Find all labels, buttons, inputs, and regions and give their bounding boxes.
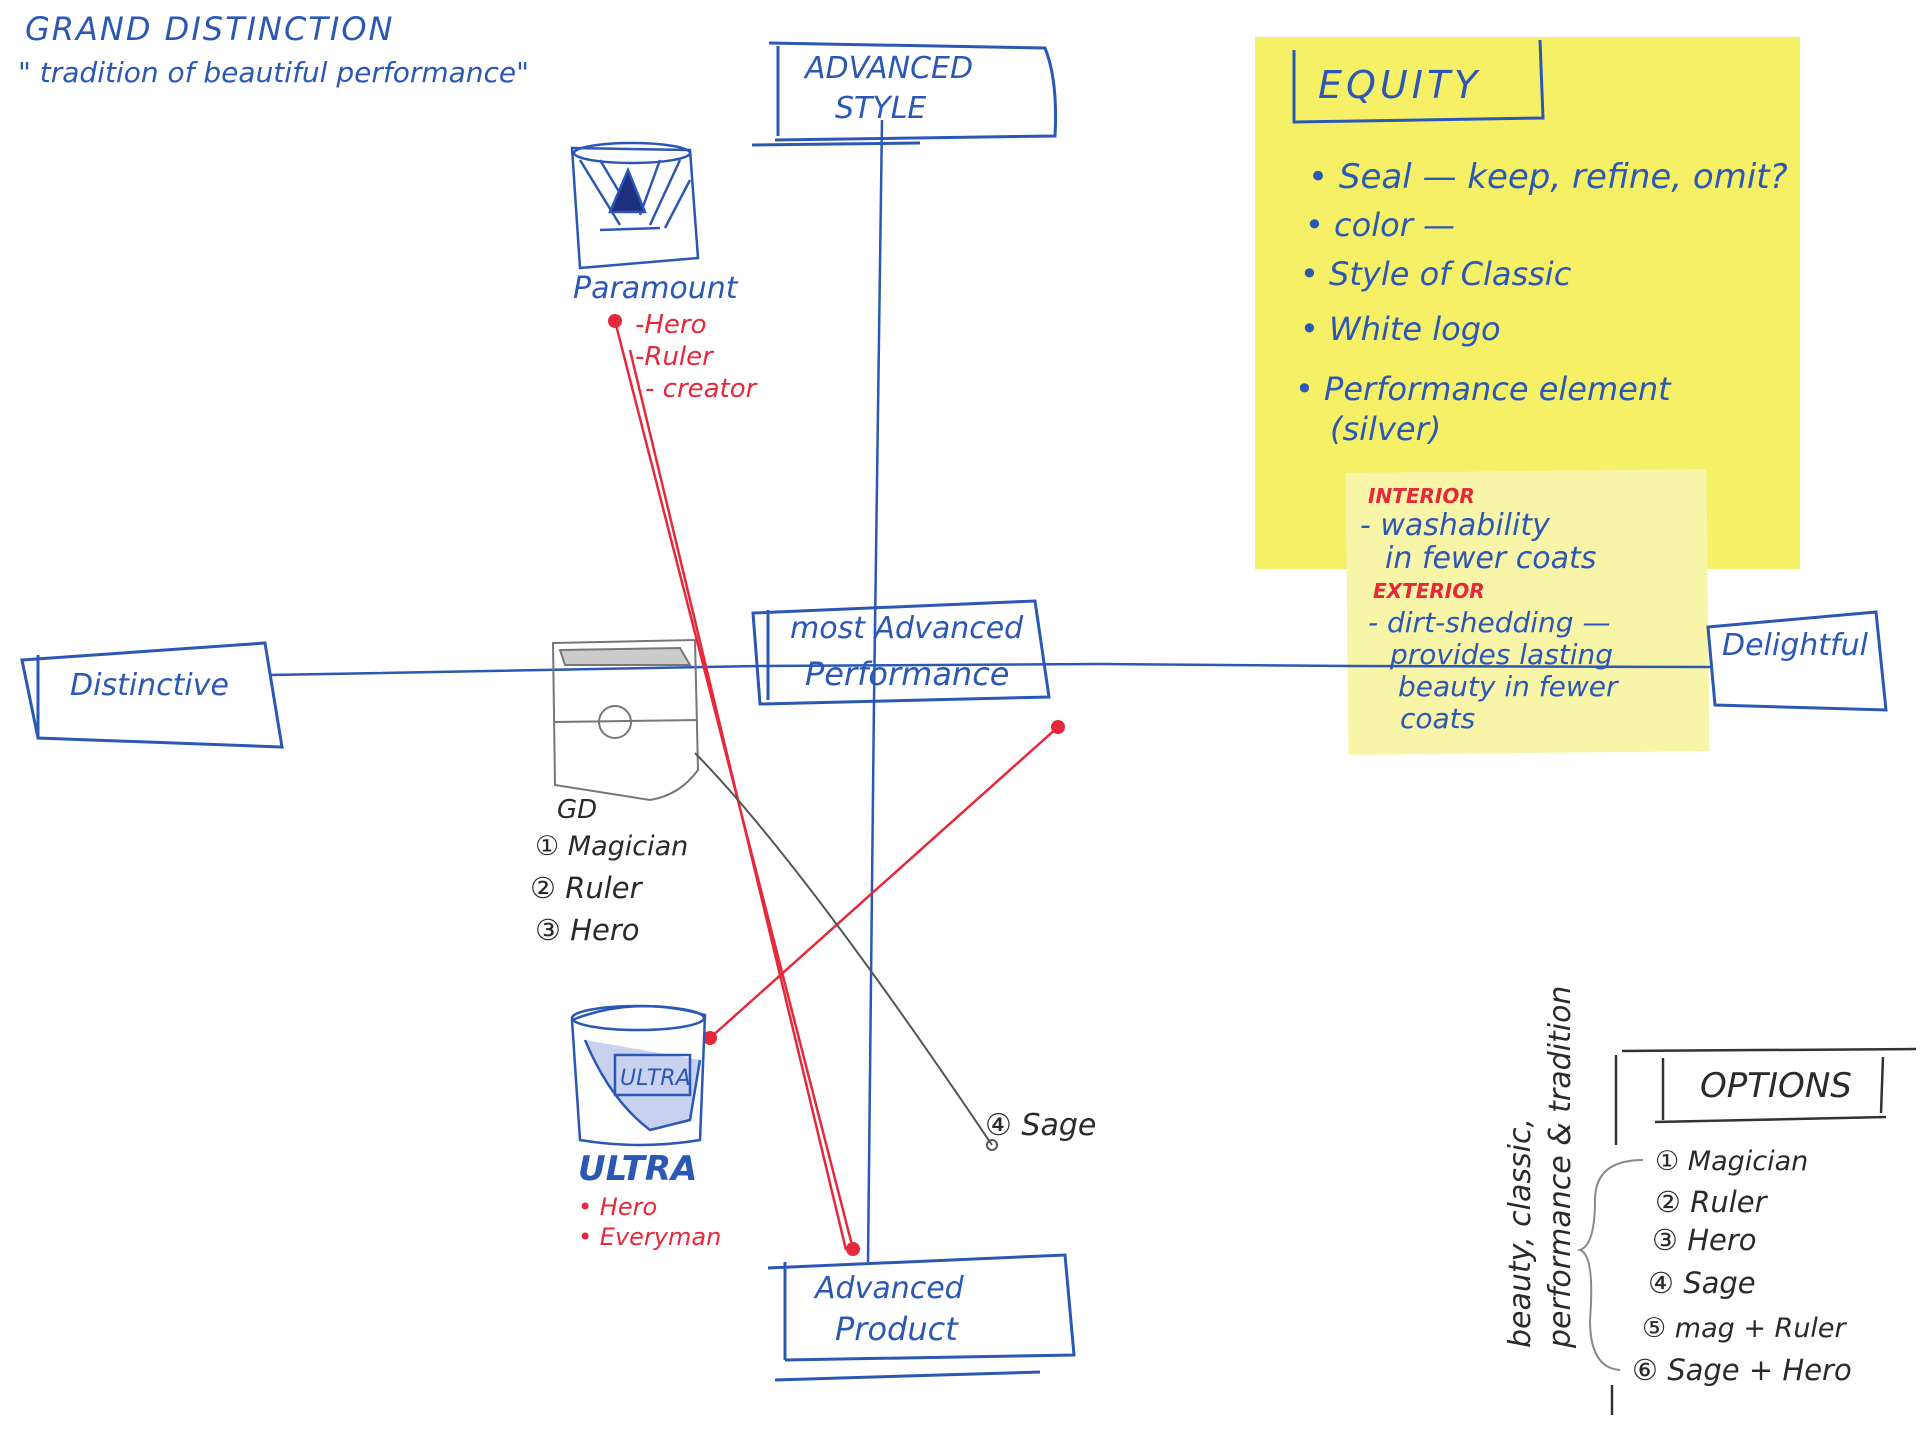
ultra-label: ULTRA bbox=[578, 1149, 697, 1189]
ultra-marker bbox=[703, 1031, 717, 1045]
advanced-product-box bbox=[767, 1253, 1076, 1382]
finish-sticky-note bbox=[1345, 469, 1710, 755]
exterior-line: beauty in fewer bbox=[1398, 670, 1619, 703]
paramount-trait: -Ruler bbox=[635, 342, 715, 372]
exterior-heading: EXTERIOR bbox=[1373, 579, 1485, 603]
exterior-line: coats bbox=[1400, 702, 1475, 735]
sketch-title: GRAND DISTINCTION bbox=[25, 10, 394, 48]
advanced-product-label-line2: Product bbox=[835, 1310, 959, 1348]
ultra-trait: • Everyman bbox=[578, 1223, 721, 1251]
sage-marker bbox=[986, 1139, 998, 1151]
most-advanced-performance-box bbox=[751, 599, 1051, 706]
delightful-box bbox=[1706, 610, 1888, 712]
options-side-note: performance & tradition bbox=[1543, 986, 1578, 1349]
advanced-product-label-line1: Advanced bbox=[813, 1271, 965, 1306]
paramount-trait: - creator bbox=[645, 374, 759, 404]
gd-can-sketch bbox=[551, 638, 700, 802]
options-side-note: beauty, classic, bbox=[1503, 1118, 1538, 1348]
exterior-line: provides lasting bbox=[1389, 638, 1613, 671]
equity-title: EQUITY bbox=[1318, 63, 1481, 107]
options-brace bbox=[1576, 1159, 1644, 1371]
interior-line: - washability bbox=[1360, 508, 1551, 543]
ultra-trait: • Hero bbox=[578, 1193, 657, 1221]
option-item: ⑥ Sage + Hero bbox=[1632, 1353, 1852, 1387]
performance-marker bbox=[1051, 720, 1065, 734]
equity-bullet: • Performance element bbox=[1295, 370, 1672, 408]
equity-bullet: • Style of Classic bbox=[1300, 255, 1572, 293]
equity-bullet: • Seal — keep, refine, omit? bbox=[1308, 157, 1788, 197]
interior-heading: INTERIOR bbox=[1368, 484, 1475, 508]
paramount-can-sketch bbox=[570, 141, 700, 270]
ultra-to-performance-line bbox=[709, 726, 1059, 1039]
advanced-style-label-line1: ADVANCED bbox=[803, 51, 973, 86]
advanced-product-marker bbox=[846, 1242, 860, 1256]
option-item: ⑤ mag + Ruler bbox=[1642, 1313, 1848, 1344]
distinctive-box bbox=[20, 641, 284, 749]
option-item: ② Ruler bbox=[1655, 1185, 1769, 1219]
interior-line: in fewer coats bbox=[1385, 541, 1596, 576]
options-frame bbox=[1610, 1047, 1917, 1415]
option-item: ④ Sage bbox=[1648, 1266, 1756, 1300]
paramount-label: Paramount bbox=[573, 271, 739, 306]
ultra-can-sketch bbox=[570, 1004, 707, 1147]
center-label-line2: Performance bbox=[805, 655, 1009, 693]
option-item: ① Magician bbox=[1655, 1146, 1808, 1177]
equity-bullet: (silver) bbox=[1330, 410, 1441, 448]
delightful-label: Delightful bbox=[1722, 628, 1869, 663]
distinctive-label: Distinctive bbox=[70, 668, 229, 703]
option-item: ③ Hero bbox=[1652, 1223, 1757, 1257]
gd-trait: ③ Hero bbox=[535, 913, 640, 947]
equity-title-box bbox=[1292, 39, 1545, 124]
advanced-style-label-line2: STYLE bbox=[835, 91, 926, 126]
gd-to-sage-line bbox=[694, 752, 993, 1146]
gd-trait: ② Ruler bbox=[530, 871, 644, 905]
horizontal-axis bbox=[269, 662, 1713, 677]
sage-label: ④ Sage bbox=[985, 1108, 1096, 1143]
ultra-can-text: ULTRA bbox=[620, 1066, 691, 1091]
sketch-tagline: " tradition of beautiful performance" bbox=[18, 56, 529, 89]
gd-trait: ① Magician bbox=[535, 831, 688, 862]
center-label-line1: most Advanced bbox=[790, 611, 1024, 646]
exterior-line: - dirt-shedding — bbox=[1368, 606, 1610, 639]
advanced-style-box bbox=[751, 41, 1058, 147]
equity-bullet: • color — bbox=[1305, 206, 1455, 244]
paramount-trait: -Hero bbox=[635, 310, 707, 340]
gd-label: GD bbox=[557, 795, 597, 825]
options-title: OPTIONS bbox=[1700, 1066, 1852, 1106]
equity-bullet: • White logo bbox=[1300, 310, 1501, 348]
